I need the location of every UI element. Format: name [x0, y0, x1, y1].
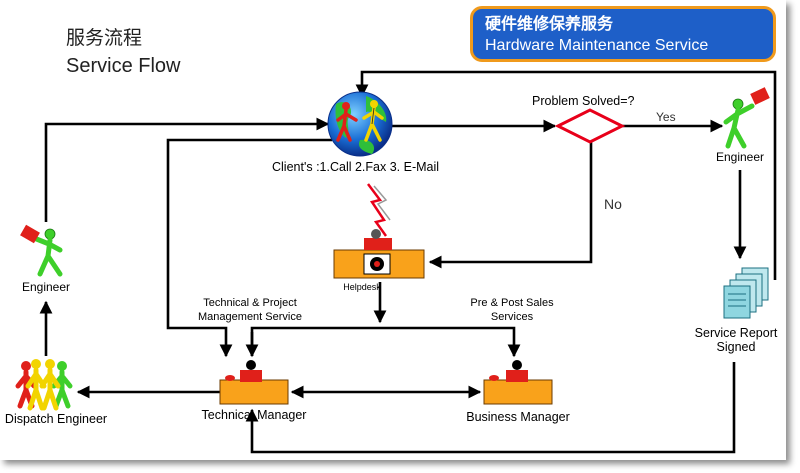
line-split	[250, 326, 521, 358]
line-report-to-tech	[245, 362, 736, 454]
engineer-left-label: Engineer	[21, 280, 71, 294]
engineer-top-label: Engineer	[715, 150, 765, 164]
business-manager-desk-icon	[483, 360, 553, 405]
business-manager-label: Business Manager	[466, 410, 570, 424]
globe-icon	[327, 91, 393, 157]
decision-question-label: Problem Solved=?	[532, 94, 635, 108]
line-decision-no	[428, 142, 593, 269]
client-person-yellow-icon	[362, 100, 384, 142]
technical-project-line2: Management Service	[198, 311, 302, 323]
technical-manager-label: Technical Manager	[201, 408, 307, 422]
flow-canvas	[15, 70, 777, 454]
decision-no-label: No	[604, 196, 622, 212]
line-loop-to-technical	[166, 138, 332, 358]
title-zh: 服务流程	[66, 27, 143, 49]
dispatch-engineer-label: Dispatch Engineer	[4, 412, 108, 426]
client-person-red-icon	[336, 102, 358, 142]
technical-project-line1: Technical & Project	[203, 297, 297, 309]
engineer-top-icon	[723, 87, 770, 149]
engineer-left-icon	[20, 224, 63, 277]
helpdesk-label: Helpdesk	[343, 282, 381, 292]
service-report-icon	[723, 267, 769, 319]
technical-manager-desk-icon	[219, 360, 289, 405]
decision-diamond	[554, 108, 626, 144]
pre-post-sales-label: Pre & Post Sales Services	[470, 296, 553, 324]
decision-yes-label: Yes	[656, 110, 676, 124]
service-badge: 硬件维修保养服务 Hardware Maintenance Service	[470, 6, 776, 62]
page-title: 服务流程 Service Flow	[66, 24, 180, 80]
pre-post-line1: Pre & Post Sales	[470, 297, 554, 309]
technical-project-label: Technical & Project Management Service	[198, 296, 302, 324]
service-report-line1: Service Report	[694, 326, 778, 340]
helpdesk-desk-icon	[333, 229, 425, 279]
badge-en: Hardware Maintenance Service	[485, 37, 709, 54]
connectors	[39, 70, 777, 454]
service-report-line2: Signed	[716, 340, 756, 354]
dispatch-engineer-icon	[15, 359, 73, 411]
lightning-icon	[367, 183, 391, 237]
line-engineer-left-to-globe	[44, 117, 330, 222]
service-flow-diagram: 服务流程 Service Flow 硬件维修保养服务 Hardware Main…	[4, 6, 778, 454]
pre-post-line2: Services	[490, 311, 534, 323]
title-en: Service Flow	[66, 55, 181, 77]
client-contact-label: Client's :1.Call 2.Fax 3. E-Mail	[272, 160, 440, 174]
badge-zh: 硬件维修保养服务	[485, 14, 614, 33]
line-report-back-to-globe	[355, 70, 777, 280]
service-report-label: Service Report Signed	[695, 326, 778, 354]
